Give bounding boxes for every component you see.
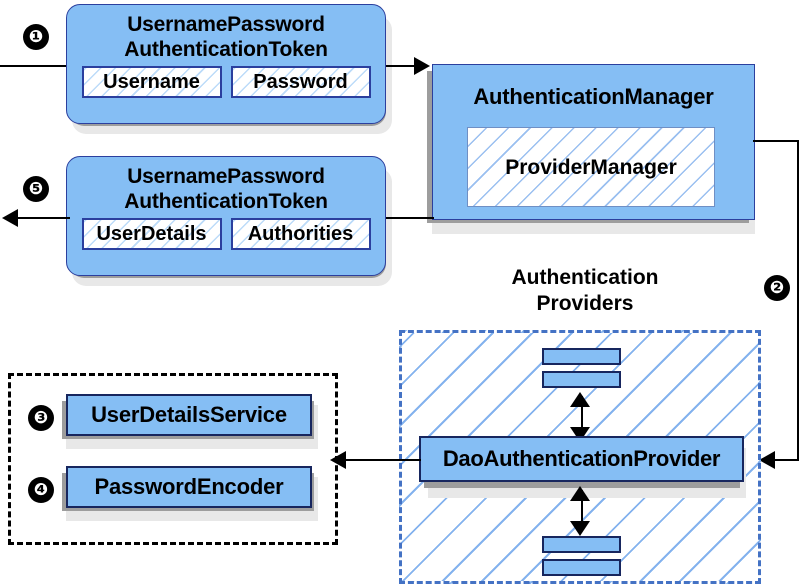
- connector-outgoing-response: [18, 217, 70, 219]
- connector-dao-to-dependencies: [346, 459, 421, 461]
- connector-manager-to-response-token: [386, 217, 434, 219]
- authentication-manager-title: AuthenticationManager: [473, 84, 714, 109]
- connector-top-providers-link: [581, 396, 583, 432]
- arrowhead-bottom-providers-down: [570, 521, 590, 536]
- connector-manager-right-segment: [753, 140, 799, 142]
- other-provider-bar-top-2[interactable]: [542, 371, 621, 388]
- userdetailsservice-label: UserDetailsService: [91, 402, 287, 427]
- request-token-title-line1: UsernamePassword: [127, 13, 325, 36]
- response-token-slot-authorities-label: Authorities: [247, 223, 354, 245]
- request-token-slot-password[interactable]: Password: [230, 66, 371, 98]
- authentication-manager-card[interactable]: AuthenticationManager ProviderManager: [432, 64, 755, 220]
- request-token-slot-username-label: Username: [103, 71, 200, 93]
- response-token-slot-userdetails-label: UserDetails: [96, 223, 207, 245]
- arrowhead-bottom-providers-up: [570, 486, 590, 501]
- arrowhead-dao-to-dependencies: [330, 451, 346, 469]
- request-token-title-line2: AuthenticationToken: [124, 38, 328, 61]
- response-token-title: UsernamePassword AuthenticationToken: [67, 157, 385, 214]
- arrowhead-outgoing-response: [2, 209, 18, 227]
- request-token-slots: Username Password: [67, 66, 385, 98]
- provider-manager-box[interactable]: ProviderManager: [467, 127, 715, 207]
- step-marker-3: ❸: [28, 405, 54, 431]
- providers-caption-line2: Providers: [536, 292, 634, 315]
- step-marker-4: ❹: [28, 477, 54, 503]
- request-token-slot-username[interactable]: Username: [81, 66, 222, 98]
- connector-manager-down-segment: [797, 140, 799, 460]
- response-token-card[interactable]: UsernamePassword AuthenticationToken Use…: [66, 156, 386, 276]
- dependencies-group-region: [8, 373, 338, 545]
- response-token-title-line2: AuthenticationToken: [124, 190, 328, 213]
- other-provider-bar-top-1[interactable]: [542, 348, 621, 365]
- request-token-slot-password-label: Password: [253, 71, 348, 93]
- connector-bottom-providers-link: [581, 490, 583, 526]
- arrowhead-top-providers-up: [570, 392, 590, 407]
- providers-group-caption: Authentication Providers: [470, 265, 700, 317]
- providers-caption-line1: Authentication: [511, 266, 659, 289]
- arrowhead-token-to-manager: [414, 57, 430, 75]
- step-marker-1: ❶: [23, 24, 49, 50]
- response-token-slot-authorities[interactable]: Authorities: [230, 218, 371, 250]
- arrowhead-into-dao-provider: [759, 451, 775, 469]
- passwordencoder-label: PasswordEncoder: [94, 474, 284, 499]
- step-marker-5: ❺: [23, 176, 49, 202]
- response-token-title-line1: UsernamePassword: [127, 165, 325, 188]
- provider-manager-label: ProviderManager: [505, 156, 677, 179]
- response-token-slot-userdetails[interactable]: UserDetails: [81, 218, 222, 250]
- passwordencoder-card[interactable]: PasswordEncoder: [66, 466, 312, 508]
- dao-authentication-provider-card[interactable]: DaoAuthenticationProvider: [419, 436, 744, 482]
- other-provider-bar-bottom-2[interactable]: [542, 559, 621, 576]
- connector-token-to-manager: [386, 65, 422, 67]
- request-token-title: UsernamePassword AuthenticationToken: [67, 5, 385, 62]
- response-token-slots: UserDetails Authorities: [67, 218, 385, 250]
- connector-into-dao-provider: [775, 459, 799, 461]
- other-provider-bar-bottom-1[interactable]: [542, 536, 621, 553]
- dao-authentication-provider-label: DaoAuthenticationProvider: [442, 446, 721, 471]
- userdetailsservice-card[interactable]: UserDetailsService: [66, 394, 312, 436]
- request-token-card[interactable]: UsernamePassword AuthenticationToken Use…: [66, 4, 386, 124]
- connector-incoming-request: [0, 65, 72, 67]
- step-marker-2: ❷: [764, 275, 790, 301]
